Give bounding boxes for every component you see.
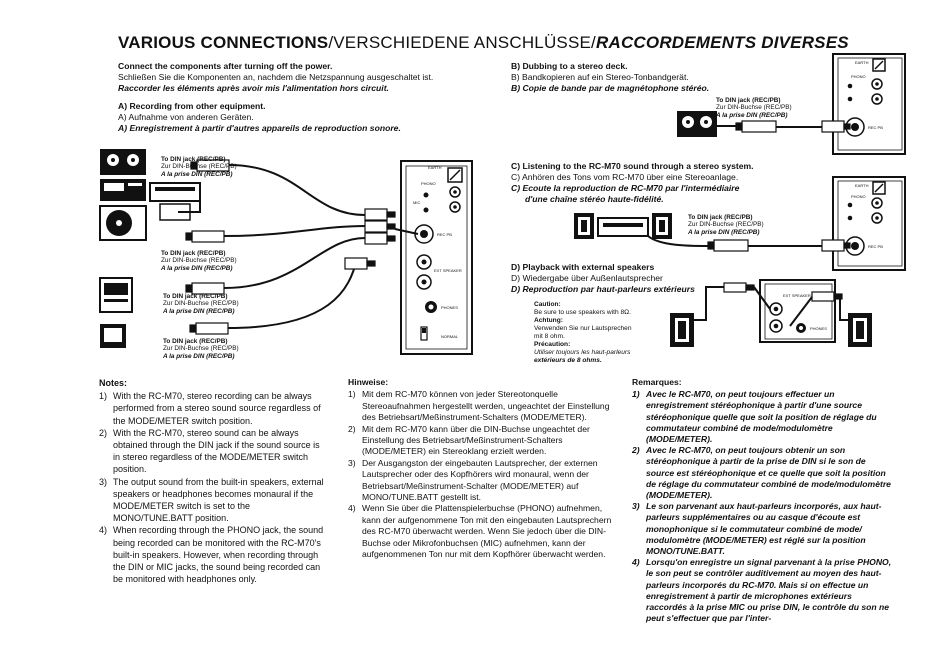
section-a-heading: A) Recording from other equipment. A) Au… [118,101,401,133]
speaker-icon [670,313,872,347]
panel-label-recpb: REC PB [437,232,452,237]
note-item: 2)With the RC-M70, stereo sound can be a… [99,427,320,475]
din-label-a3: To DIN jack (REC/PB) Zur DIN-Buchse (REC… [163,293,239,315]
rc-m70-panel-a [400,160,473,355]
panel-b-label-recpb: REC PB [868,125,883,130]
note-item: 4)Lorsqu'on enregistre un signal parvena… [632,557,892,624]
panel-c-label-phono: PHONO [851,194,866,199]
notes-fr: Remarques: 1)Avec le RC-M70, on peut tou… [632,377,894,624]
caution-block: Caution: Be sure to use speakers with 8Ω… [534,301,632,364]
panel-label-phono: PHONO [421,181,436,186]
panel-cable [394,228,419,235]
note-item: 4)When recording through the PHONO jack,… [99,525,324,585]
notes-de: Hinweise: 1)Mit dem RC-M70 können von je… [348,377,616,561]
din-label-b: To DIN jack (REC/PB) Zur DIN-Buchse (REC… [716,97,792,119]
din-label-a2: To DIN jack (REC/PB) Zur DIN-Buchse (REC… [161,250,237,272]
plug-icon [344,208,396,270]
rc-m70-panel-b [832,53,906,155]
section-b-heading: B) Dubbing to a stereo deck. B) Bandkopi… [511,61,710,93]
panel-label-normal: NORMAL [441,334,459,339]
panel-c-label-earth: EARTH [855,183,869,188]
cable [647,235,709,247]
page-title: VARIOUS CONNECTIONS/VERSCHIEDENE ANSCHLÜ… [118,33,849,52]
din-label-a4: To DIN jack (REC/PB) Zur DIN-Buchse (REC… [163,338,239,360]
rc-m70-panel-d [759,279,836,343]
panel-c-label-recpb: REC PB [868,244,883,249]
note-item: 1)Mit dem RC-M70 können von jeder Stereo… [348,389,610,423]
note-item: 3)The output sound from the built-in spe… [99,476,324,524]
panel-label-earth: EARTH [428,165,442,170]
intro-block: Connect the components after turning off… [118,61,434,93]
cables [694,286,848,327]
reel-deck-icon [100,149,146,175]
amplifier-icon [149,182,201,221]
note-item: 4)Wenn Sie über die Plattenspielerbuchse… [348,503,612,560]
panel-b-label-earth: EARTH [855,60,869,65]
din-label-c: To DIN jack (REC/PB) Zur DIN-Buchse (REC… [688,214,764,236]
receiver-icon [100,179,146,201]
panel-label-ext-speaker: EXT SPEAKER [434,268,462,273]
tv-icon [100,324,126,348]
reel-deck-icon [677,111,717,137]
cassette-deck-icon [99,277,133,313]
amplifier-icon [597,217,649,237]
speaker-icon [574,213,672,239]
panel-b-label-phono: PHONO [851,74,866,79]
note-item: 3)Le son parvenant aux haut-parleurs inc… [632,501,882,557]
section-d-heading: D) Playback with external speakers D) Wi… [511,262,695,294]
notes-en: Notes: 1)With the RC-M70, stereo recordi… [99,377,327,585]
panel-label-phones: PHONES [441,305,458,310]
note-item: 1)Avec le RC-M70, on peut toujours effec… [632,389,877,445]
cables [178,164,366,329]
panel-label-mic: MIC [413,200,421,205]
note-item: 3)Der Ausgangston der eingebauten Lautsp… [348,457,598,503]
din-label-a1: To DIN jack (REC/PB) Zur DIN-Buchse (REC… [161,156,237,178]
panel-d-label-ext-speaker: EXT SPEAKER [783,293,811,298]
note-item: 2)Mit dem RC-M70 kann über die DIN-Buchs… [348,423,590,457]
note-item: 2)Avec le RC-M70, on peut toujours obten… [632,445,891,501]
panel-d-label-phones: PHONES [810,326,827,331]
rc-m70-panel-c [832,176,906,271]
din-plug-icon [185,159,230,335]
turntable-icon [99,205,147,241]
note-item: 1)With the RC-M70, stereo recording can … [99,391,321,426]
section-c-heading: C) Listening to the RC-M70 sound through… [511,161,754,204]
